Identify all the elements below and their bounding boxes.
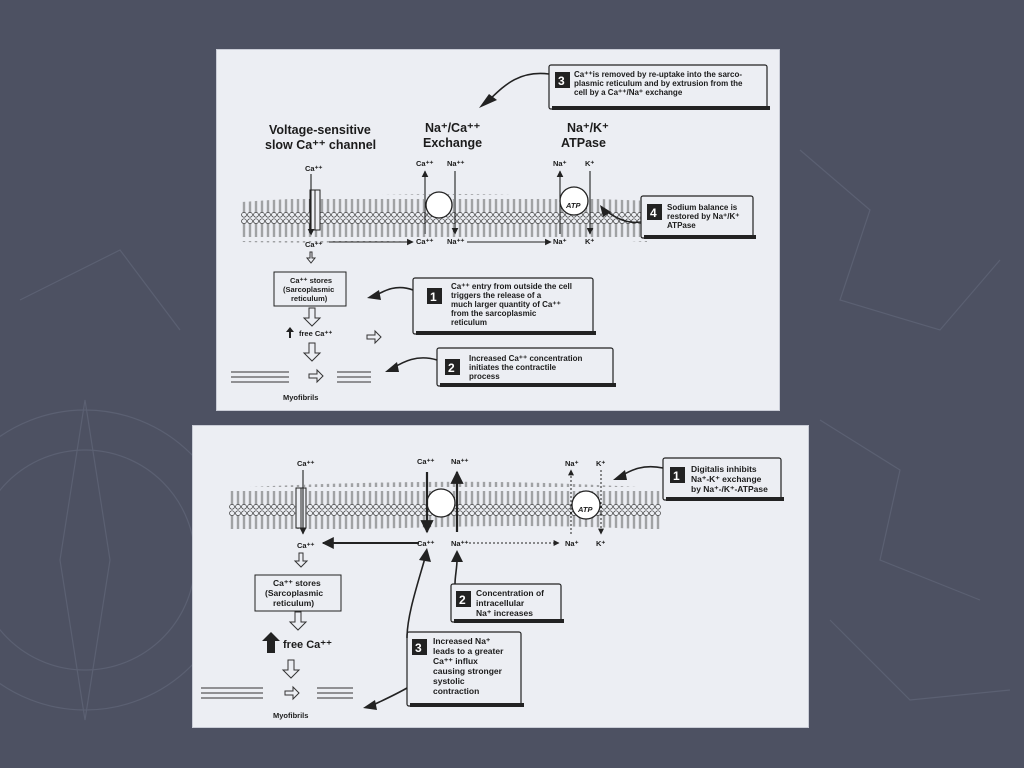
stores-label-line2: (Sarcoplasmic — [283, 285, 334, 294]
svg-text:Ca⁺⁺is removed by re-uptake in: Ca⁺⁺is removed by re-uptake into the sar… — [574, 70, 742, 79]
ca-outside-label: Ca⁺⁺ — [305, 164, 323, 173]
svg-text:Increased Na⁺: Increased Na⁺ — [433, 636, 491, 646]
callout-1: 1 Digitalis inhibits Na⁺-K⁺ exchange by … — [613, 457, 784, 501]
atp-label: ATP — [565, 201, 581, 210]
svg-text:Digitalis inhibits: Digitalis inhibits — [691, 464, 757, 474]
pump-k-out-label: K⁺ — [596, 459, 605, 468]
top-diagram-panel: Voltage-sensitive slow Ca⁺⁺ channel Na⁺/… — [216, 49, 780, 411]
stores-label-line1: Ca⁺⁺ stores — [273, 578, 321, 588]
svg-text:causing stronger: causing stronger — [433, 666, 503, 676]
svg-text:intracellular: intracellular — [476, 598, 525, 608]
svg-text:reticulum: reticulum — [451, 318, 487, 327]
pump-na-out-label: Na⁺ — [565, 459, 579, 468]
svg-text:much larger quantity of Ca⁺⁺: much larger quantity of Ca⁺⁺ — [451, 300, 561, 309]
atp-label: ATP — [577, 505, 593, 514]
svg-text:2: 2 — [459, 593, 466, 607]
stores-label-line1: Ca⁺⁺ stores — [290, 276, 332, 285]
svg-text:Concentration of: Concentration of — [476, 588, 544, 598]
na-ca-exchanger — [425, 191, 453, 219]
callout-4: 4 Sodium balance is restored by Na⁺/K⁺ A… — [600, 195, 756, 239]
pump-k-in-label: K⁺ — [596, 539, 605, 548]
stores-label-line3: reticulum) — [291, 294, 328, 303]
na-k-atpase-pump-inhibited — [571, 490, 601, 520]
svg-text:process: process — [469, 372, 500, 381]
free-ca-label: free Ca⁺⁺ — [283, 639, 332, 651]
exchange-header-line1: Na⁺/Ca⁺⁺ — [425, 121, 481, 135]
svg-text:2: 2 — [448, 361, 455, 375]
exchange-header-line2: Exchange — [423, 136, 482, 150]
svg-text:ATPase: ATPase — [667, 221, 696, 230]
pump-na-in-label: Na⁺ — [553, 237, 567, 246]
svg-text:Increased Ca⁺⁺ concentration: Increased Ca⁺⁺ concentration — [469, 354, 582, 363]
svg-text:by Na⁺-/K⁺-ATPase: by Na⁺-/K⁺-ATPase — [691, 484, 768, 494]
up-arrow-icon — [262, 632, 280, 653]
callout-3: 3 Ca⁺⁺is removed by re-uptake into the s… — [479, 64, 770, 110]
svg-text:restored by Na⁺/K⁺: restored by Na⁺/K⁺ — [667, 212, 739, 221]
svg-text:contraction: contraction — [433, 686, 479, 696]
svg-text:plasmic reticulum and by extru: plasmic reticulum and by extrusion from … — [574, 79, 743, 88]
myofibrils-lines — [201, 687, 353, 699]
svg-text:1: 1 — [430, 290, 437, 304]
exchange-ca-out-label: Ca⁺⁺ — [416, 159, 434, 168]
exchange-na-in-label: Na⁺⁺ — [447, 237, 465, 246]
stores-label-line2: (Sarcoplasmic — [265, 588, 323, 598]
channel-header-line2: slow Ca⁺⁺ channel — [265, 138, 376, 152]
svg-text:leads to a greater: leads to a greater — [433, 646, 504, 656]
exchange-ca-out-label: Ca⁺⁺ — [417, 457, 435, 466]
svg-text:Sodium balance is: Sodium balance is — [667, 203, 738, 212]
ca-inside-label: Ca⁺⁺ — [297, 541, 315, 550]
svg-text:Ca⁺⁺ entry from outside the ce: Ca⁺⁺ entry from outside the cell — [451, 282, 572, 291]
pump-na-in-label: Na⁺ — [565, 539, 579, 548]
bottom-diagram-panel: ATP Ca⁺⁺ Ca⁺⁺ Ca⁺⁺ Na⁺⁺ Ca⁺⁺ Na⁺⁺ Na⁺ K⁺… — [192, 425, 809, 728]
atpase-header-line1: Na⁺/K⁺ — [567, 121, 609, 135]
atpase-header-line2: ATPase — [561, 136, 606, 150]
svg-text:3: 3 — [415, 641, 422, 655]
callout-2: 2 Concentration of intracellular Na⁺ inc… — [450, 550, 564, 623]
exchange-ca-in-label: Ca⁺⁺ — [416, 237, 434, 246]
svg-text:4: 4 — [650, 206, 657, 220]
pump-k-in-label: K⁺ — [585, 237, 594, 246]
ca-stores-box — [273, 271, 347, 307]
stores-label-line3: reticulum) — [273, 598, 314, 608]
svg-text:triggers the release of a: triggers the release of a — [451, 291, 542, 300]
callout-2: 2 Increased Ca⁺⁺ concentration initiates… — [385, 347, 616, 387]
svg-text:cell by a Ca⁺⁺/Na⁺ exchange: cell by a Ca⁺⁺/Na⁺ exchange — [574, 88, 683, 97]
exchange-na-out-label: Na⁺⁺ — [447, 159, 465, 168]
exchange-ca-in-label: Ca⁺⁺ — [417, 539, 435, 548]
up-arrow-icon — [286, 327, 294, 338]
svg-text:systolic: systolic — [433, 676, 465, 686]
svg-text:1: 1 — [673, 469, 680, 483]
callout-1: 1 Ca⁺⁺ entry from outside the cell trigg… — [367, 277, 596, 335]
callout-number: 3 — [558, 74, 565, 88]
svg-text:Na⁺ increases: Na⁺ increases — [476, 608, 533, 618]
callout-3: 3 Increased Na⁺ leads to a greater Ca⁺⁺ … — [363, 548, 524, 710]
exchange-na-in-label: Na⁺⁺ — [451, 539, 469, 548]
cell-membrane — [241, 194, 648, 243]
myofibrils-label: Myofibrils — [283, 393, 318, 402]
myofibrils-label: Myofibrils — [273, 711, 308, 720]
svg-text:from the sarcoplasmic: from the sarcoplasmic — [451, 309, 537, 318]
svg-text:Ca⁺⁺ influx: Ca⁺⁺ influx — [433, 656, 478, 666]
pump-na-out-label: Na⁺ — [553, 159, 567, 168]
na-ca-exchanger — [426, 488, 456, 518]
pump-k-out-label: K⁺ — [585, 159, 594, 168]
svg-text:initiates the contractile: initiates the contractile — [469, 363, 557, 372]
myofibrils-lines — [231, 371, 371, 383]
ca-outside-label: Ca⁺⁺ — [297, 459, 315, 468]
exchange-na-out-label: Na⁺⁺ — [451, 457, 469, 466]
free-ca-label: free Ca⁺⁺ — [299, 329, 332, 338]
channel-header-line1: Voltage-sensitive — [269, 123, 371, 137]
ca-stores-box — [254, 574, 342, 612]
ca-inside-label: Ca⁺⁺ — [305, 240, 323, 249]
svg-text:Na⁺-K⁺ exchange: Na⁺-K⁺ exchange — [691, 474, 762, 484]
